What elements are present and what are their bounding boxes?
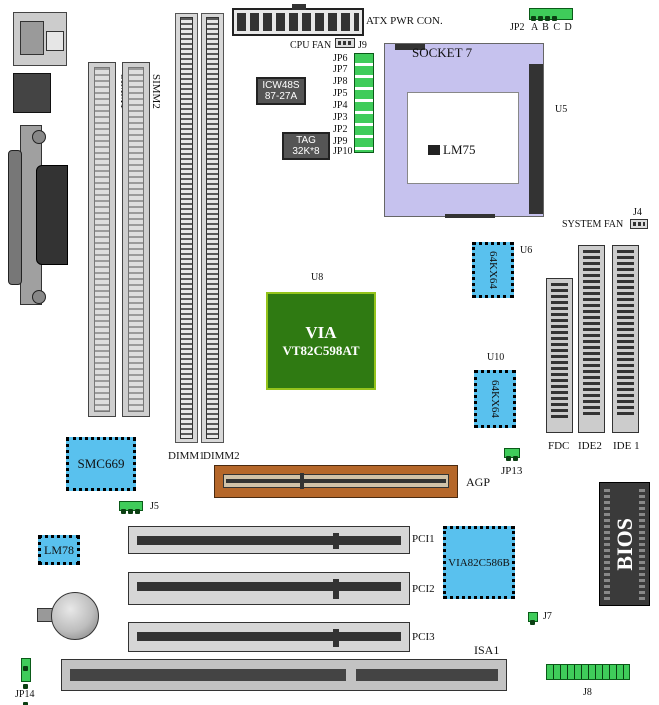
jp9-label: JP9 bbox=[333, 136, 348, 147]
simm2-slot bbox=[122, 62, 150, 417]
jp7-label: JP7 bbox=[333, 64, 348, 75]
icw48s-clock-chip: ICW48S 87-27A bbox=[256, 77, 306, 105]
pci3-label: PCI3 bbox=[412, 631, 435, 643]
j5-header bbox=[119, 501, 143, 514]
jp2-label: JP2 bbox=[510, 22, 525, 33]
isa1-slot bbox=[61, 659, 507, 691]
jp8-label: JP8 bbox=[333, 76, 348, 87]
jumper-stack: JP6 JP7 JP8 JP5 JP4 JP3 JP2 JP9 JP10 bbox=[333, 53, 375, 157]
ide1-connector bbox=[612, 245, 639, 433]
tag-ram-chip: TAG 32K*8 bbox=[282, 132, 330, 160]
jp10-label: JP10 bbox=[333, 146, 353, 157]
j8-label: J8 bbox=[583, 687, 592, 698]
socket7-label: SOCKET 7 bbox=[412, 45, 473, 60]
ide2-connector bbox=[578, 245, 605, 433]
fdc-connector bbox=[546, 278, 573, 433]
j7-label: J7 bbox=[543, 611, 552, 622]
ide1-label: IDE 1 bbox=[613, 440, 640, 452]
system-fan-label: SYSTEM FAN bbox=[562, 219, 624, 230]
j4-label: J4 bbox=[633, 207, 642, 218]
dimm2-label: DIMM2 bbox=[203, 450, 240, 462]
pci3-slot bbox=[128, 622, 410, 652]
ide2-label: IDE2 bbox=[578, 440, 602, 452]
pci1-slot bbox=[128, 526, 410, 554]
pci1-label: PCI1 bbox=[412, 533, 435, 545]
pci2-label: PCI2 bbox=[412, 583, 435, 595]
jp2-abcd-label: A B C D bbox=[531, 22, 573, 33]
atx-power-label: ATX PWR CON. bbox=[366, 15, 443, 27]
tag-line2: 32K*8 bbox=[292, 146, 320, 157]
isa1-label: ISA1 bbox=[474, 643, 500, 657]
via-south-label: VIA82C586B bbox=[448, 556, 510, 569]
via-northbridge-chip: VIA VT82C598AT bbox=[266, 292, 376, 390]
lm75-sensor bbox=[428, 145, 440, 155]
jp13-label: JP13 bbox=[501, 465, 523, 477]
atx-power-connector bbox=[232, 4, 364, 36]
jp3-label: JP3 bbox=[333, 112, 348, 123]
via-north-line1: VIA bbox=[305, 323, 337, 342]
socket7-cpu-socket bbox=[384, 43, 544, 218]
u8-label: U8 bbox=[311, 272, 324, 283]
ps2-connector bbox=[13, 73, 51, 113]
jp2b-label: JP2 bbox=[333, 124, 348, 135]
agp-slot bbox=[214, 465, 458, 498]
smc669-io-chip: SMC669 bbox=[66, 437, 136, 491]
jp6-label: JP6 bbox=[333, 53, 348, 64]
icw-line2: 87-27A bbox=[264, 91, 298, 102]
j7-header bbox=[528, 612, 538, 625]
tag-line1: TAG bbox=[296, 135, 316, 146]
lm78-label: LM78 bbox=[44, 542, 74, 557]
pci2-slot bbox=[128, 572, 410, 605]
parallel-port-connector bbox=[8, 125, 70, 305]
system-fan-connector bbox=[630, 219, 648, 229]
dimm2-slot bbox=[201, 13, 224, 443]
jp4-label: JP4 bbox=[333, 100, 348, 111]
via-southbridge-chip: VIA82C586B bbox=[443, 526, 515, 599]
jp14-jumper bbox=[21, 658, 31, 705]
usb-connector bbox=[13, 12, 67, 66]
via-north-line2: VT82C598AT bbox=[282, 343, 360, 358]
u6-label: U6 bbox=[520, 245, 533, 256]
lm78-monitor-chip: LM78 bbox=[38, 535, 80, 565]
jp13-jumper bbox=[504, 448, 520, 461]
fdc-label: FDC bbox=[548, 440, 570, 452]
cpu-fan-connector bbox=[335, 38, 355, 48]
j8-front-panel-header bbox=[546, 664, 630, 680]
u6-chip-label: 64KX64 bbox=[487, 251, 499, 289]
u6-cache-chip: 64KX64 bbox=[472, 242, 514, 298]
j5-label: J5 bbox=[150, 501, 159, 512]
u5-label: U5 bbox=[555, 104, 568, 115]
jumper-stack-pins bbox=[354, 53, 374, 153]
dimm1-slot bbox=[175, 13, 198, 443]
simm1-slot bbox=[88, 62, 116, 417]
icw-line1: ICW48S bbox=[262, 80, 300, 91]
cpu-fan-label: CPU FAN bbox=[290, 40, 332, 51]
cpu-fan-id: J9 bbox=[358, 40, 367, 51]
agp-label: AGP bbox=[466, 475, 491, 489]
cmos-battery-cell bbox=[51, 592, 99, 640]
jp14-label: JP14 bbox=[15, 689, 35, 700]
simm2-label: SIMM2 bbox=[150, 74, 162, 109]
jp2-jumper-block bbox=[529, 8, 573, 21]
u10-chip-label: 64KX64 bbox=[489, 380, 501, 418]
u10-cache-chip: 64KX64 bbox=[474, 370, 516, 428]
lm75-label: LM75 bbox=[443, 142, 476, 157]
bios-label: BIOS bbox=[611, 517, 637, 571]
jp5-label: JP5 bbox=[333, 88, 348, 99]
dimm1-label: DIMM1 bbox=[168, 450, 205, 462]
u10-label: U10 bbox=[487, 352, 505, 363]
smc669-label: SMC669 bbox=[77, 456, 125, 471]
bios-chip: BIOS bbox=[599, 482, 650, 606]
